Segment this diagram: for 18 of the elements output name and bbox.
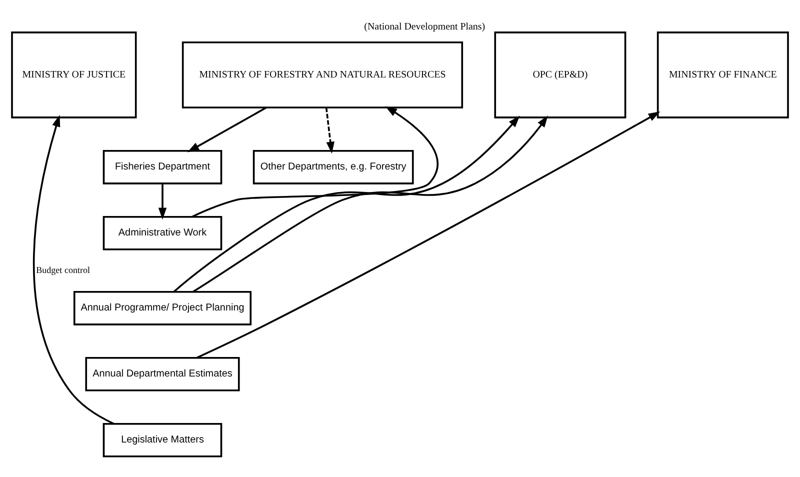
arrow [192, 106, 438, 218]
node-box: MINISTRY OF FINANCE [656, 31, 789, 118]
node-label: (National Development Plans) [364, 21, 486, 32]
node-box: MINISTRY OF JUSTICE [11, 31, 137, 118]
node-box: Administrative Work [102, 215, 222, 250]
arrow [196, 111, 660, 358]
arrow [158, 183, 167, 220]
node-box: MINISTRY OF FORESTRY AND NATURAL RESOURCES [182, 41, 464, 108]
node-box: OPC (EP&D) [494, 31, 626, 118]
node-box: Legislative Matters [102, 422, 222, 457]
node-box: Annual Departmental Estimates [85, 356, 240, 391]
arrow [325, 107, 334, 154]
edge-label: Budget control [36, 264, 90, 274]
arrow [187, 106, 267, 152]
arrow [33, 114, 114, 424]
node-box: Annual Programme/ Project Planning [73, 290, 252, 325]
node-box: Fisheries Department [102, 149, 222, 184]
node-box: Other Departments, e.g. Forestry [252, 149, 414, 184]
